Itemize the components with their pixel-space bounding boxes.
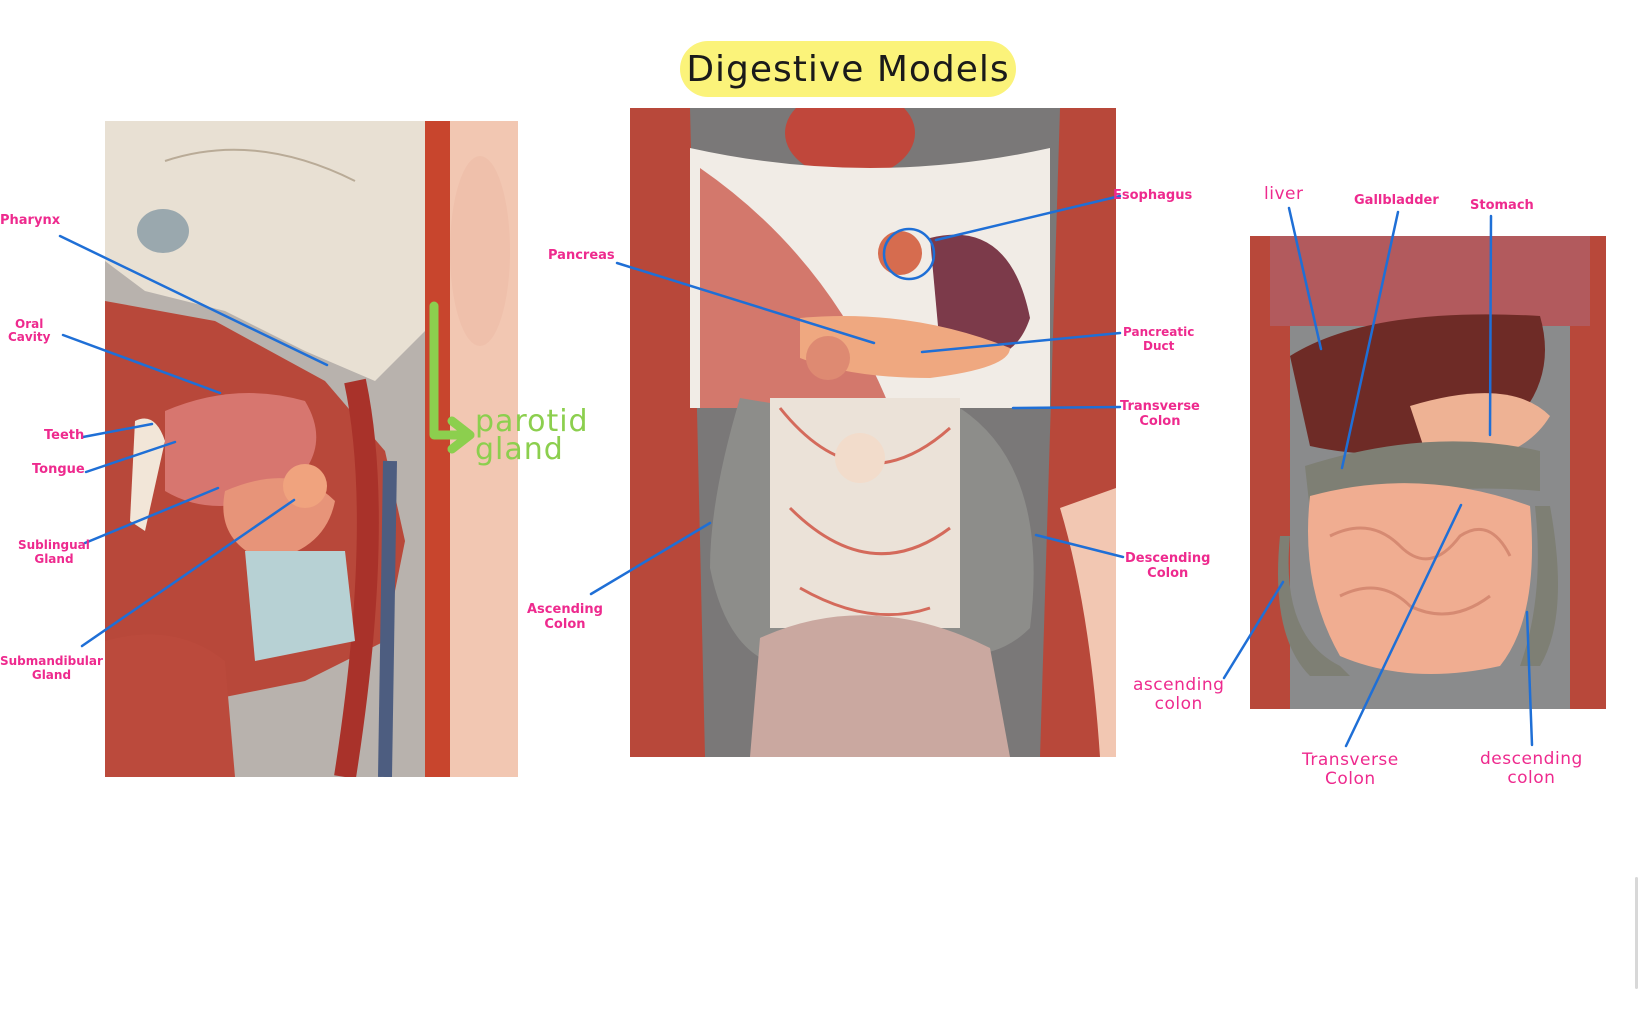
label-sublingual-gland: Sublingual Gland bbox=[18, 538, 90, 566]
label-tongue: Tongue bbox=[32, 462, 85, 477]
label-pancreatic-duct: Pancreatic Duct bbox=[1123, 325, 1195, 353]
label-transverse-colon-torso: Transverse Colon bbox=[1120, 399, 1200, 429]
page-title: Digestive Models bbox=[680, 41, 1016, 97]
abdomen-model-photo bbox=[1250, 236, 1606, 709]
label-teeth: Teeth bbox=[44, 428, 85, 443]
torso-model-photo bbox=[630, 108, 1116, 757]
label-transverse-colon-abdomen: Transverse Colon bbox=[1302, 750, 1399, 789]
head-model-photo bbox=[105, 121, 518, 777]
label-gallbladder: Gallbladder bbox=[1354, 193, 1439, 208]
label-esophagus: Esophagus bbox=[1113, 188, 1193, 203]
label-pancreas: Pancreas bbox=[548, 248, 615, 263]
label-stomach: Stomach bbox=[1470, 198, 1534, 213]
label-liver: liver bbox=[1264, 184, 1304, 204]
label-ascending-colon-torso: Ascending Colon bbox=[527, 602, 603, 632]
label-descending-colon-abdomen: descending colon bbox=[1480, 749, 1583, 788]
label-oral-cavity: Oral Cavity bbox=[8, 317, 51, 344]
label-pharynx: Pharynx bbox=[0, 213, 61, 228]
scrollbar[interactable] bbox=[1635, 877, 1638, 989]
label-submandibular-gland: Submandibular Gland bbox=[0, 654, 103, 682]
label-descending-colon-torso: Descending Colon bbox=[1125, 551, 1211, 581]
label-ascending-colon-abdomen: ascending colon bbox=[1133, 675, 1225, 714]
label-parotid-gland: parotid gland bbox=[475, 404, 589, 467]
